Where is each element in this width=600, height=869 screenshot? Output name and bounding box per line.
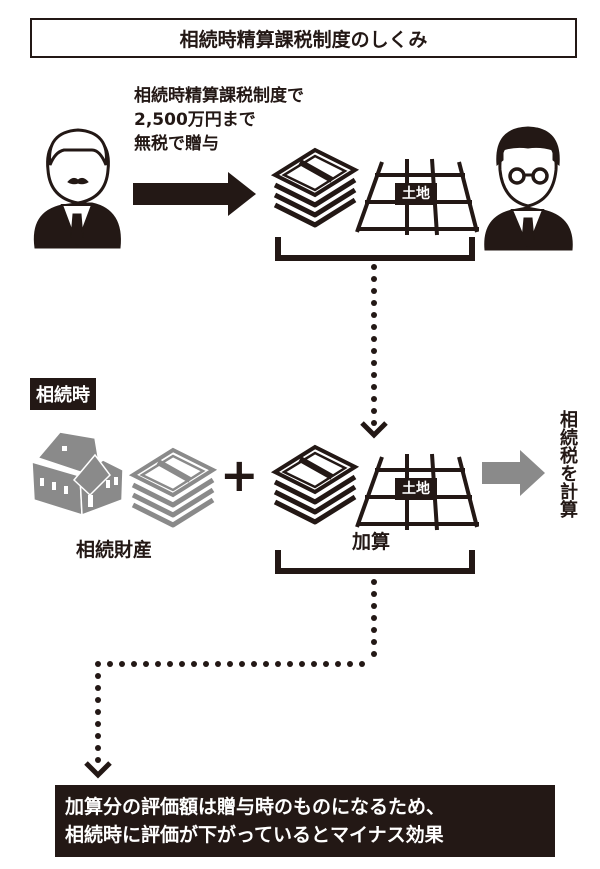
connector-dot	[359, 661, 365, 667]
inheritance-time-label: 相続時	[30, 378, 96, 410]
connector-dot	[371, 651, 377, 657]
connector-dot	[119, 661, 125, 667]
down-chevron-icon-bottom	[84, 761, 112, 779]
connector-dot	[371, 579, 377, 585]
money-stack-icon	[275, 150, 355, 225]
connector-dot	[347, 661, 353, 667]
connector-dot	[371, 420, 377, 426]
gifted-land-label-box	[395, 478, 437, 500]
land-label: 土地	[402, 186, 430, 202]
connector-dot	[371, 591, 377, 597]
gift-description-line: 無税で贈与	[134, 134, 219, 154]
added-label: 加算	[352, 531, 391, 553]
connector-dot	[95, 709, 101, 715]
dotted-connector-top	[371, 264, 377, 426]
gift-description-line: 相続時精算課税制度で	[134, 86, 304, 106]
connector-dot	[371, 348, 377, 354]
gifted-money-stack-icon	[275, 447, 355, 522]
connector-dot	[371, 288, 377, 294]
connector-dot	[95, 721, 101, 727]
connector-dot	[371, 324, 377, 330]
connector-dot	[299, 661, 305, 667]
connector-dot	[239, 661, 245, 667]
connector-dot	[95, 685, 101, 691]
connector-dot	[371, 264, 377, 270]
connector-dot	[371, 276, 377, 282]
connector-dot	[263, 661, 269, 667]
connector-dot	[371, 336, 377, 342]
connector-dot	[143, 661, 149, 667]
connector-dot	[371, 615, 377, 621]
land-label-box	[395, 183, 437, 205]
connector-dot	[311, 661, 317, 667]
plus-icon: +	[220, 448, 259, 502]
gifted-land-label: 土地	[402, 481, 430, 497]
connector-dot	[275, 661, 281, 667]
giver-person-icon	[33, 128, 121, 249]
connector-dot	[95, 745, 101, 751]
connector-dot	[371, 639, 377, 645]
connector-dot	[371, 627, 377, 633]
down-chevron-icon	[360, 421, 388, 439]
house-icon	[31, 431, 124, 517]
connector-dot	[155, 661, 161, 667]
note-line: 加算分の評価額は贈与時のものになるため、	[65, 796, 446, 818]
connector-dot	[227, 661, 233, 667]
note-box: 加算分の評価額は贈与時のものになるため、 相続時に評価が下がっているとマイナス効…	[55, 785, 555, 857]
connector-dot	[371, 408, 377, 414]
inherited-money-icon	[133, 450, 213, 525]
connector-dot	[371, 300, 377, 306]
connector-dot	[167, 661, 173, 667]
connector-dot	[95, 757, 101, 763]
gift-group-bracket	[275, 237, 475, 261]
connector-dot	[371, 603, 377, 609]
note-line: 相続時に評価が下がっているとマイナス効果	[65, 824, 444, 846]
connector-dot	[371, 396, 377, 402]
connector-dot	[95, 673, 101, 679]
connector-dot	[179, 661, 185, 667]
connector-dot	[215, 661, 221, 667]
diagram-title: 相続時精算課税制度のしくみ	[30, 18, 577, 58]
gift-description-line: 2,500万円まで	[134, 110, 256, 130]
gift-arrow-icon	[133, 172, 256, 216]
connector-dot	[95, 697, 101, 703]
connector-dot	[131, 661, 137, 667]
connector-dot	[95, 661, 101, 667]
calculate-inheritance-tax-label: 相続税を計算	[557, 410, 578, 518]
connector-dot	[335, 661, 341, 667]
connector-dot	[371, 372, 377, 378]
connector-dot	[287, 661, 293, 667]
connector-dot	[371, 312, 377, 318]
connector-dot	[323, 661, 329, 667]
added-group-bracket	[275, 550, 475, 574]
dotted-connector-bottom	[95, 579, 377, 763]
connector-dot	[371, 384, 377, 390]
connector-dot	[251, 661, 257, 667]
connector-dot	[191, 661, 197, 667]
connector-dot	[95, 733, 101, 739]
inherited-assets-label: 相続財産	[76, 539, 153, 561]
calculate-arrow-icon	[482, 450, 545, 496]
receiver-person-icon	[484, 126, 573, 251]
connector-dot	[371, 360, 377, 366]
gift-description: 相続時精算課税制度で 2,500万円まで 無税で贈与	[134, 84, 304, 156]
connector-dot	[203, 661, 209, 667]
connector-dot	[107, 661, 113, 667]
